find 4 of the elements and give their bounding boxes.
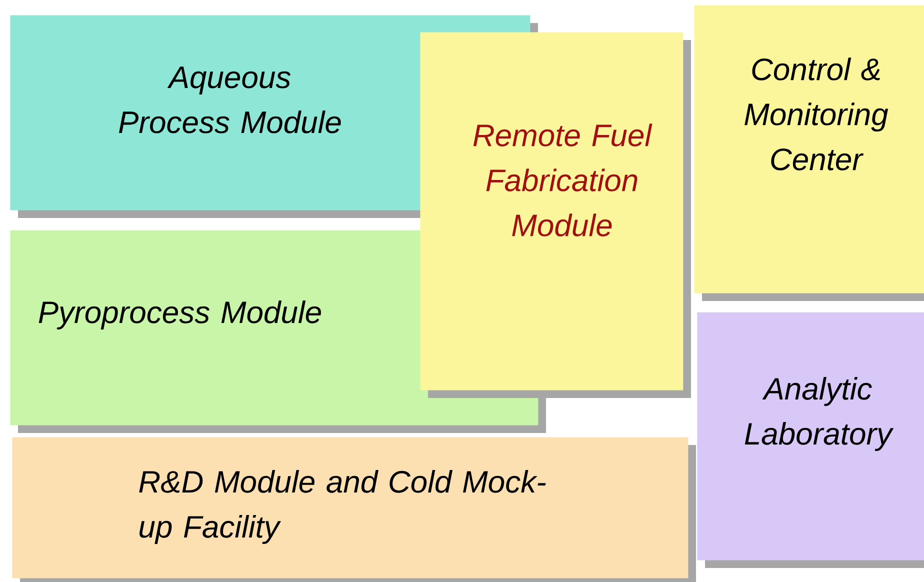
module-box: Analytic Laboratory <box>697 312 924 568</box>
module-box: Remote Fuel Fabrication Module <box>420 32 691 398</box>
module-box: R&D Module and Cold Mock-up Facility <box>12 437 696 582</box>
module-box: Control & Monitoring Center <box>694 5 924 301</box>
